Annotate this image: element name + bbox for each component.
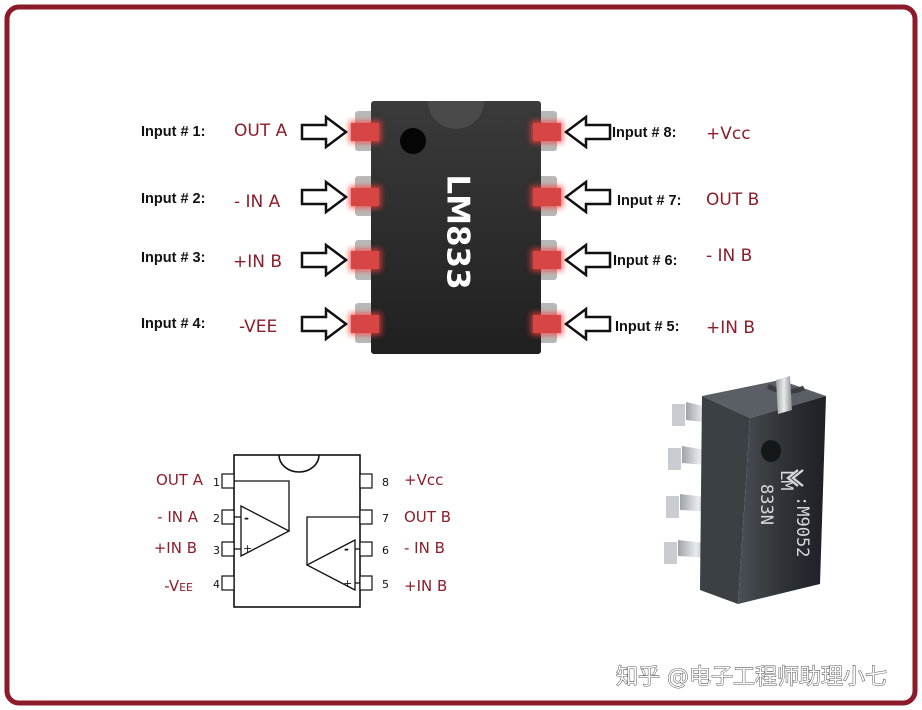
schematic-pin-name: OUT B <box>404 508 451 526</box>
pin-function: +IN B <box>233 252 282 272</box>
pin-function: - IN A <box>234 192 281 212</box>
schematic-pin-name: - IN B <box>404 539 445 557</box>
schematic-pins-right <box>359 473 373 591</box>
pad-2 <box>349 186 381 208</box>
arrow-left-icon <box>563 242 612 278</box>
op-amp-b-minus: - <box>344 542 349 556</box>
pad-8 <box>531 121 563 143</box>
arrow-right-icon <box>300 114 349 150</box>
chip-pads <box>349 121 563 335</box>
pad-1 <box>349 121 381 143</box>
schematic-pin-number: 5 <box>382 578 389 591</box>
pin-label: Input # 5: <box>615 319 679 335</box>
op-amp-b-plus: + <box>343 577 352 590</box>
schematic-pin-name-vee: -VEE <box>164 577 193 595</box>
photo-marking-833n: 833N <box>756 484 776 525</box>
vee-main: -V <box>164 577 180 595</box>
pad-4 <box>349 313 381 335</box>
pin-label: Input # 8: <box>612 125 676 141</box>
op-amp-b <box>305 516 360 592</box>
op-amp-a-minus: - <box>244 511 249 525</box>
pin1-dot <box>400 128 426 154</box>
schematic-pin-name: - IN A <box>157 508 199 526</box>
schematic-diagram: - + - + 1 2 3 4 8 7 6 5 OUT A - IN A +IN… <box>154 454 451 608</box>
photo-body-front <box>738 396 826 604</box>
pin-label: Input # 3: <box>141 250 205 266</box>
pin-arrows <box>300 114 612 342</box>
op-amp-a <box>234 480 291 558</box>
photo-body-left <box>700 396 750 604</box>
pin-label: Input # 4: <box>141 316 205 332</box>
photo-marking-code: :M9052 <box>792 496 812 557</box>
pin-function: +IN B <box>706 318 755 338</box>
schematic-pin-name: +IN B <box>404 577 447 595</box>
chip-photo: LM 833N :M9052 <box>664 376 826 604</box>
pin-function: OUT A <box>234 121 288 141</box>
schematic-pin-name: +Vcc <box>404 471 443 489</box>
pin-function: -VEE <box>239 317 277 337</box>
chip-name: LM833 <box>440 174 476 289</box>
right-pin-labels: Input # 8: +Vcc Input # 7: OUT B Input #… <box>612 124 759 338</box>
pin-function: - IN B <box>706 246 752 266</box>
pad-7 <box>531 186 563 208</box>
arrow-right-icon <box>300 179 349 215</box>
chip-package: LM833 Input # 1: OUT A Inpu <box>141 101 759 354</box>
op-amp-a-plus: + <box>243 542 252 555</box>
chip-notch <box>428 101 484 129</box>
schematic-notch <box>278 454 320 473</box>
pad-5 <box>531 313 563 335</box>
watermark-text: 知乎 @电子工程师助理小七 <box>616 665 887 690</box>
arrow-right-icon <box>300 306 349 342</box>
arrow-right-icon <box>300 242 349 278</box>
pin-function: +Vcc <box>706 124 751 144</box>
left-pin-labels: Input # 1: OUT A Input # 2: - IN A Input… <box>141 121 288 337</box>
schematic-pin-name: +IN B <box>154 539 197 557</box>
outer-frame <box>4 4 918 706</box>
schematic-body <box>233 454 361 608</box>
photo-pin1-dot <box>761 440 781 462</box>
pin-label: Input # 7: <box>617 193 681 209</box>
pin-label: Input # 2: <box>141 191 205 207</box>
schematic-pin-number: 2 <box>213 512 220 525</box>
pin-label: Input # 6: <box>613 253 677 269</box>
photo-leads-right <box>776 376 792 414</box>
schematic-pin-name: OUT A <box>156 471 204 489</box>
pad-6 <box>531 249 563 271</box>
arrow-left-icon <box>563 179 612 215</box>
arrow-left-icon <box>563 306 612 342</box>
schematic-pin-number: 4 <box>213 578 220 591</box>
chip-body <box>371 101 541 354</box>
pin-function: OUT B <box>706 190 759 210</box>
vee-sub: EE <box>179 581 193 594</box>
pin-label: Input # 1: <box>141 124 205 140</box>
arrow-left-icon <box>563 114 612 150</box>
pad-3 <box>349 249 381 271</box>
schematic-pin-number: 3 <box>213 544 220 557</box>
ns-logo-icon <box>786 469 804 487</box>
schematic-pins-left <box>221 473 235 591</box>
schematic-pin-number: 6 <box>382 544 389 557</box>
schematic-pin-number: 8 <box>382 476 389 489</box>
schematic-pin-number: 7 <box>382 512 389 525</box>
schematic-pin-number: 1 <box>213 476 220 489</box>
